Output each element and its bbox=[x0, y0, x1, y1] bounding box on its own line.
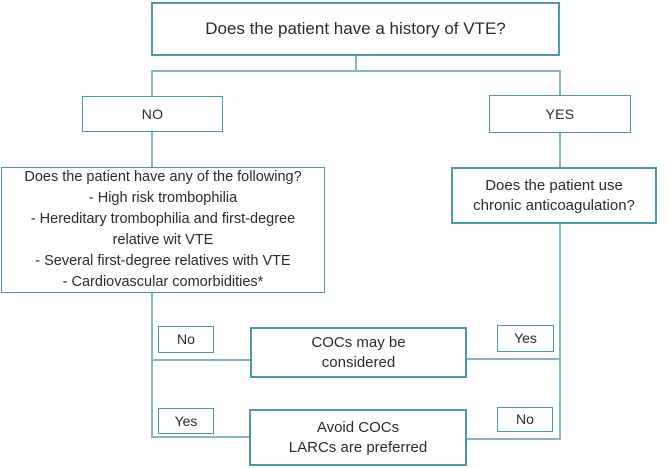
branch-no-label: NO bbox=[141, 105, 164, 122]
connector-row1-right bbox=[466, 358, 560, 360]
connector-right-trunk bbox=[559, 224, 561, 440]
outcome-line: LARCs are preferred bbox=[288, 438, 428, 456]
connector-no-to-risk-question bbox=[151, 132, 153, 167]
connector-yes-to-anticoagulation-question bbox=[559, 133, 561, 167]
connector-row2-left bbox=[152, 436, 249, 438]
connector-row2-right bbox=[466, 438, 560, 440]
row2-answer-yes-label: Yes bbox=[174, 412, 198, 429]
row2-answer-yes-box: Yes bbox=[158, 408, 214, 434]
connector-drop-to-no bbox=[151, 71, 153, 96]
connector-row1-left bbox=[152, 359, 250, 361]
row1-answer-yes-box: Yes bbox=[497, 325, 554, 352]
outcome-line: Avoid COCs bbox=[316, 418, 400, 436]
connector-drop-to-yes bbox=[559, 71, 561, 95]
anticoagulation-question-line: Does the patient use bbox=[485, 176, 623, 194]
outcome-line: COCs may be bbox=[311, 333, 406, 351]
risk-item-line: - High risk trombophilia bbox=[88, 190, 238, 206]
outcome-avoid-cocs-box: Avoid COCs LARCs are preferred bbox=[249, 409, 467, 466]
root-question-box: Does the patient have a history of VTE? bbox=[151, 2, 560, 56]
anticoagulation-question-line: chronic anticoagulation? bbox=[473, 196, 635, 214]
risk-factors-question-box: Does the patient have any of the followi… bbox=[1, 167, 325, 293]
row1-answer-no-box: No bbox=[158, 326, 214, 353]
branch-yes-label: YES bbox=[545, 105, 575, 122]
connector-branch-horizontal bbox=[151, 70, 561, 72]
branch-no-box: NO bbox=[82, 96, 223, 132]
connector-root-stem bbox=[355, 56, 357, 71]
connector-left-trunk bbox=[151, 293, 153, 438]
row1-answer-no-label: No bbox=[177, 331, 195, 348]
row1-answer-yes-label: Yes bbox=[514, 330, 537, 347]
risk-item-line: relative wit VTE bbox=[112, 232, 214, 248]
row2-answer-no-box: No bbox=[497, 407, 553, 432]
row2-answer-no-label: No bbox=[516, 411, 534, 428]
outcome-line: considered bbox=[321, 353, 396, 371]
outcome-cocs-considered-box: COCs may be considered bbox=[250, 327, 467, 378]
branch-yes-box: YES bbox=[489, 95, 631, 133]
risk-question-line: Does the patient have any of the followi… bbox=[24, 169, 302, 185]
risk-item-line: - Hereditary trombophilia and first-degr… bbox=[30, 211, 296, 227]
anticoagulation-question-box: Does the patient use chronic anticoagula… bbox=[451, 167, 657, 224]
root-question-text: Does the patient have a history of VTE? bbox=[205, 18, 506, 38]
risk-item-line: - Several first-degree relatives with VT… bbox=[35, 253, 291, 269]
risk-item-line: - Cardiovascular comorbidities* bbox=[62, 274, 264, 290]
